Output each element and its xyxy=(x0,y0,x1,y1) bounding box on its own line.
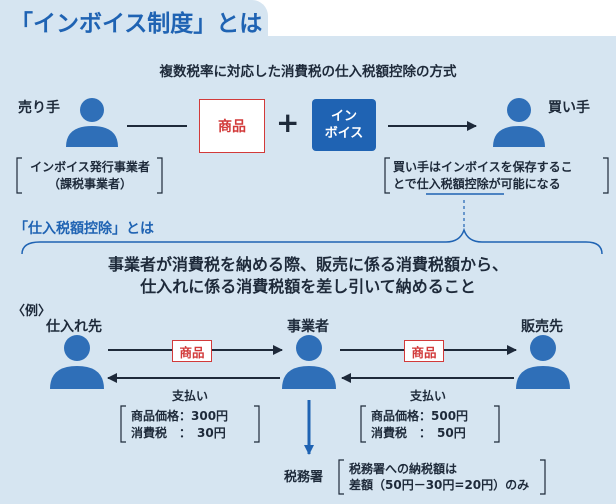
tax-note-line1: 税務署への納税額は xyxy=(349,462,458,476)
right-payment-title: 支払い xyxy=(410,389,447,403)
buyer-person-icon xyxy=(493,98,545,147)
product-box: 商品 xyxy=(199,99,265,153)
invoice-label-line2: ボイス xyxy=(324,126,364,141)
invoice-label-line1: イン xyxy=(330,109,357,124)
seller-person-icon xyxy=(66,98,118,147)
tax-note-bracket-left xyxy=(338,459,344,495)
definition-line2: 仕入れに係る消費税額を差し引いて納めること xyxy=(140,277,476,296)
left-payment-title: 支払い xyxy=(172,389,209,403)
left-payment-bracket-left xyxy=(120,405,126,443)
customer-person-icon xyxy=(516,335,570,389)
tax-note: 税務署への納税額は 差額（50円－30円=20円）のみ xyxy=(349,461,529,493)
buyer-note: 買い手はインボイスを保存するこ とで仕入税額控除が可能になる xyxy=(393,159,573,193)
seller-note-bracket-left xyxy=(16,157,22,194)
product-tag-right: 商品 xyxy=(404,340,444,362)
right-payment-bracket-right xyxy=(494,405,500,443)
plus-sign: + xyxy=(276,106,300,139)
seller-note-bracket-right xyxy=(157,157,163,194)
left-payment-tax: 消費税 ： 30円 xyxy=(131,426,226,440)
supplier-label: 仕入れ先 xyxy=(46,319,102,335)
invoice-box: イン ボイス xyxy=(312,99,376,151)
definition-brace xyxy=(21,227,603,255)
right-payment-price: 商品価格：500円 xyxy=(371,409,469,423)
buyer-label: 買い手 xyxy=(548,100,590,116)
seller-note: インボイス発行事業者 （課税事業者） xyxy=(26,159,154,193)
supplier-person-icon xyxy=(50,335,104,389)
product-tag-left: 商品 xyxy=(172,340,212,362)
tax-note-bracket-right xyxy=(540,459,546,495)
page-title: 「インボイス制度」とは xyxy=(10,11,263,37)
buyer-note-line1: 買い手はインボイスを保存するこ xyxy=(393,160,573,174)
buyer-note-bracket-left xyxy=(384,157,390,194)
definition-section-title: 「仕入税額控除」とは xyxy=(14,221,154,237)
diagram-subtitle: 複数税率に対応した消費税の仕入税額控除の方式 xyxy=(159,64,457,80)
business-person-icon xyxy=(282,335,336,389)
buyer-note-bracket-right xyxy=(603,157,609,194)
seller-note-line1: インボイス発行事業者 xyxy=(30,160,150,174)
seller-note-line2: （課税事業者） xyxy=(47,177,132,191)
right-payment-bracket-left xyxy=(360,405,366,443)
seller-label: 売り手 xyxy=(18,100,60,116)
tax-note-line2: 差額（50円－30円=20円）のみ xyxy=(349,478,530,492)
tax-office-label: 税務署 xyxy=(284,470,324,485)
business-label: 事業者 xyxy=(287,319,329,335)
customer-label: 販売先 xyxy=(521,319,563,335)
left-payment-bracket-right xyxy=(254,405,260,443)
right-payment-tax: 消費税 ： 50円 xyxy=(371,426,466,440)
buyer-note-line2: とで仕入税額控除が可能になる xyxy=(393,177,561,191)
left-payment-price: 商品価格：300円 xyxy=(131,409,229,423)
example-label: 〈例〉 xyxy=(12,304,52,319)
definition-line1: 事業者が消費税を納める際、販売に係る消費税額から、 xyxy=(107,255,508,274)
title-tab xyxy=(0,0,268,40)
